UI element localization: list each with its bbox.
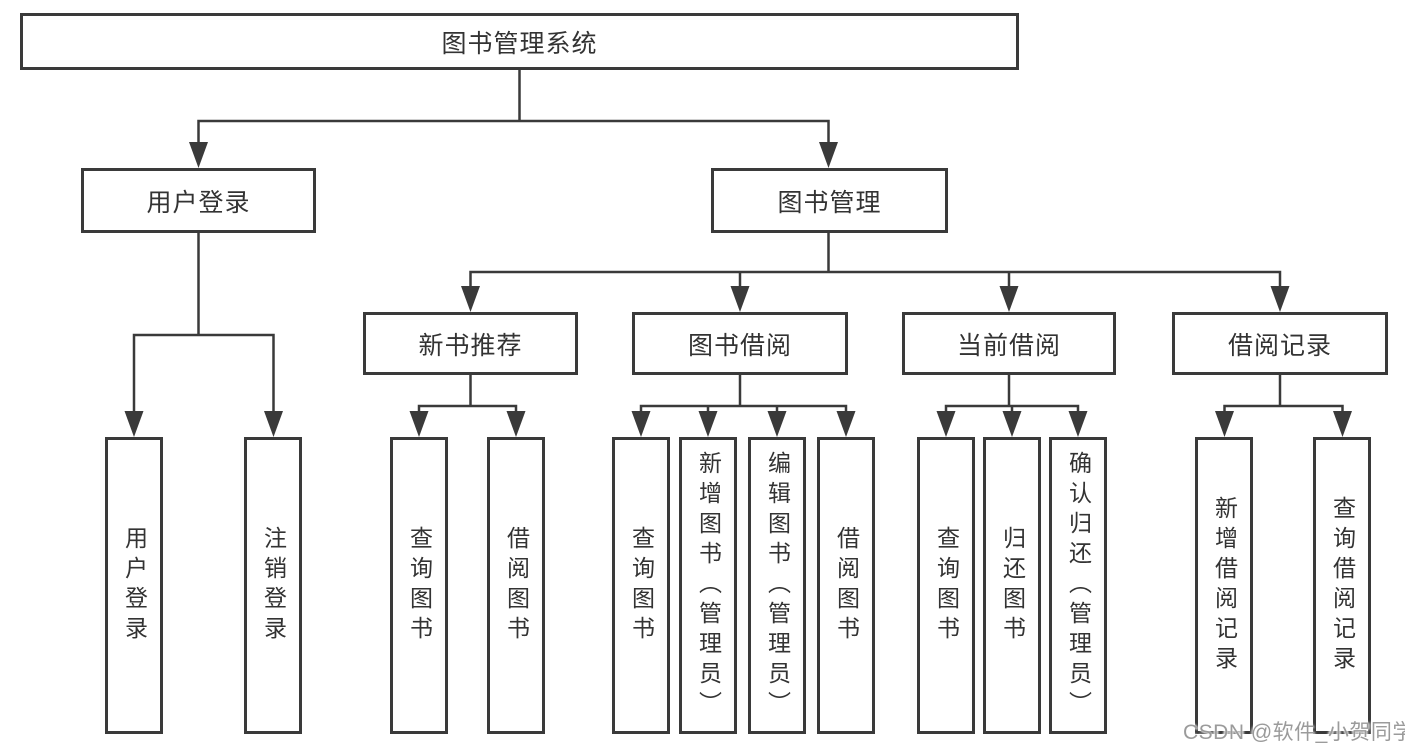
node-label: 用户登录: [121, 525, 148, 646]
node-label: 借阅记录: [1227, 331, 1332, 360]
node-label: 查询借阅记录: [1329, 495, 1356, 676]
arrow-down-icon: [1270, 286, 1290, 312]
node-label: 图书管理: [777, 188, 882, 217]
arrow-down-icon: [1333, 411, 1352, 437]
arrow-down-icon: [1215, 411, 1234, 437]
node-label: 新增借阅记录: [1211, 495, 1238, 676]
arrow-down-icon: [999, 286, 1019, 312]
node-label: 新书推荐: [418, 331, 523, 360]
arrow-down-icon: [409, 411, 429, 437]
arrow-down-icon: [698, 411, 718, 437]
arrow-down-icon: [506, 411, 526, 437]
node-current-borrowing: 当前借阅: [902, 312, 1116, 375]
node-label: 查询图书: [628, 525, 655, 646]
leaf-borrow-books-borrowing: 借阅图书: [817, 437, 875, 734]
node-label: 确认归还（管理员）: [1065, 450, 1092, 721]
leaf-return-books: 归还图书: [983, 437, 1041, 734]
node-label: 查询图书: [406, 525, 433, 646]
node-label: 归还图书: [999, 525, 1026, 646]
node-library-management-system: 图书管理系统: [20, 13, 1019, 70]
arrow-down-icon: [836, 411, 856, 437]
arrow-down-icon: [730, 286, 750, 312]
node-label: 图书借阅: [687, 331, 792, 360]
arrow-down-icon: [1068, 411, 1088, 437]
node-label: 查询图书: [933, 525, 960, 646]
leaf-add-borrow-record: 新增借阅记录: [1195, 437, 1253, 734]
arrow-down-icon: [189, 142, 208, 168]
arrow-down-icon: [124, 411, 144, 437]
arrow-down-icon: [767, 411, 787, 437]
node-book-management: 图书管理: [711, 168, 948, 233]
node-label: 借阅图书: [833, 525, 860, 646]
arrow-down-icon: [936, 411, 956, 437]
arrow-down-icon: [631, 411, 651, 437]
node-label: 新增图书（管理员）: [695, 450, 722, 721]
node-new-book-recommendation: 新书推荐: [363, 312, 578, 375]
leaf-borrow-books-recommend: 借阅图书: [487, 437, 545, 734]
leaf-query-books-current: 查询图书: [917, 437, 975, 734]
node-borrowing-records: 借阅记录: [1172, 312, 1388, 375]
leaf-edit-books-admin: 编辑图书（管理员）: [748, 437, 806, 734]
leaf-confirm-return-admin: 确认归还（管理员）: [1049, 437, 1107, 734]
node-label: 用户登录: [146, 188, 251, 217]
arrow-down-icon: [264, 411, 283, 437]
arrow-down-icon: [1002, 411, 1022, 437]
node-user-login: 用户登录: [81, 168, 316, 233]
arrow-down-icon: [461, 286, 480, 312]
node-label: 借阅图书: [503, 525, 530, 646]
tree-branch-lines: [132, 70, 1344, 416]
leaf-user-login: 用户登录: [105, 437, 163, 734]
node-book-borrowing: 图书借阅: [632, 312, 848, 375]
arrow-down-icon: [819, 142, 838, 168]
leaf-query-borrow-record: 查询借阅记录: [1313, 437, 1371, 734]
node-label: 编辑图书（管理员）: [764, 450, 791, 721]
node-label: 注销登录: [260, 525, 287, 646]
node-label: 图书管理系统: [441, 29, 598, 58]
leaf-query-books-borrowing: 查询图书: [612, 437, 670, 734]
leaf-query-books-recommend: 查询图书: [390, 437, 448, 734]
leaf-add-books-admin: 新增图书（管理员）: [679, 437, 737, 734]
leaf-logout: 注销登录: [244, 437, 302, 734]
node-label: 当前借阅: [956, 331, 1061, 360]
csdn-watermark: CSDN @软件_小贺同学: [1183, 721, 1405, 744]
